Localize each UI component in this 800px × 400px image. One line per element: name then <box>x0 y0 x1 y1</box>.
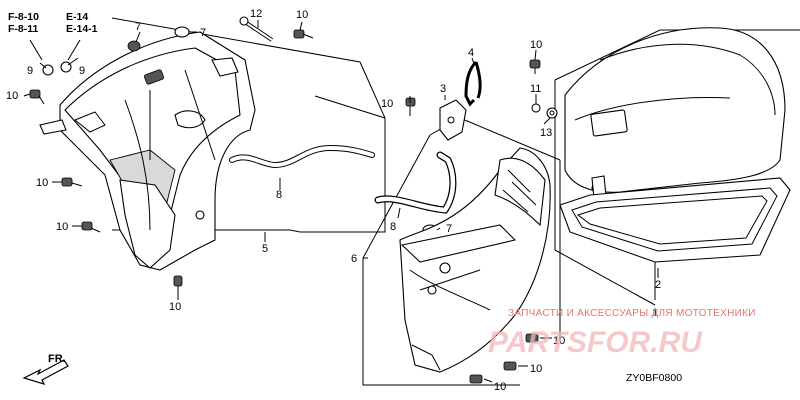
washer-11 <box>531 103 541 113</box>
ref-e-14: E-14 <box>66 11 88 23</box>
screw-10-j <box>469 374 483 384</box>
screw-10-g <box>529 59 541 74</box>
part-number-labels: 7 7 12 10 9 9 10 10 10 10 8 5 10 3 4 10 … <box>6 8 661 393</box>
leader-lines <box>23 20 659 383</box>
part-label-11: 11 <box>530 83 541 95</box>
part-label-13: 13 <box>540 127 552 139</box>
bolt-part-12 <box>239 16 274 42</box>
part-label-10-b: 10 <box>6 90 18 102</box>
tube-part-8-left <box>229 144 375 169</box>
grommet-7-a <box>127 40 141 52</box>
part-label-8-a: 8 <box>276 189 282 201</box>
part-label-9-a: 9 <box>27 65 33 77</box>
screw-10-e <box>173 275 183 296</box>
reference-labels: F-8-10 F-8-11 E-14 E-14-1 <box>8 11 98 35</box>
front-label: FR. <box>48 353 66 365</box>
screw-10-a <box>293 29 314 39</box>
diagram-code: ZY0BF0800 <box>626 372 682 384</box>
washer-13 <box>546 107 558 119</box>
rod-part-4 <box>464 60 482 107</box>
lower-cover-part-5 <box>39 31 256 271</box>
grommet-7-b <box>174 26 190 38</box>
ref-e-14-1: E-14-1 <box>66 23 98 35</box>
screw-10-i <box>503 361 517 371</box>
screw-10-h <box>525 333 539 343</box>
watermark-logo: PARTSFOR.RU <box>488 326 703 359</box>
part-label-10-f: 10 <box>381 98 393 110</box>
part-label-12: 12 <box>250 8 262 20</box>
group-frame-5 <box>111 17 386 233</box>
part-label-5: 5 <box>262 243 268 255</box>
top-cover-part-1 <box>564 27 786 199</box>
part-label-10-i: 10 <box>530 363 542 375</box>
group-frame-6 <box>362 117 561 386</box>
part-label-6: 6 <box>351 253 357 265</box>
part-label-7-c: 7 <box>446 223 452 235</box>
part-label-10-h: 10 <box>553 335 565 347</box>
part-label-10-g: 10 <box>530 39 542 51</box>
part-label-10-c: 10 <box>36 177 48 189</box>
part-label-10-j: 10 <box>494 381 506 393</box>
part-label-10-a: 10 <box>296 9 308 21</box>
part-label-7-a: 7 <box>135 21 141 33</box>
part-label-1: 1 <box>652 307 658 319</box>
screw-10-c <box>61 177 83 187</box>
front-arrow-icon <box>22 359 69 385</box>
part-label-8-b: 8 <box>390 221 396 233</box>
watermark-caption: ЗАПЧАСТИ И АКСЕССУАРЫ ДЛЯ МОТОТЕХНИКИ <box>508 308 756 319</box>
part-label-2: 2 <box>655 279 661 291</box>
part-label-10-e: 10 <box>169 301 181 313</box>
front-direction-indicator: FR. <box>22 353 69 385</box>
ref-f-8-10: F-8-10 <box>8 11 39 23</box>
seal-part-8-right <box>374 151 457 214</box>
watermark: ЗАПЧАСТИ И АКСЕССУАРЫ ДЛЯ МОТОТЕХНИКИ PA… <box>488 308 756 359</box>
gasket-part-2 <box>559 177 791 263</box>
part-label-10-d: 10 <box>56 221 68 233</box>
ref-f-8-11: F-8-11 <box>8 23 39 35</box>
lower-cover-part-6 <box>399 147 551 373</box>
bracket-part-3 <box>439 99 467 141</box>
part-label-7-b: 7 <box>200 27 206 39</box>
part-label-3: 3 <box>440 83 446 95</box>
screw-10-b <box>29 89 45 105</box>
screw-10-d <box>81 221 101 233</box>
part-label-9-b: 9 <box>79 65 85 77</box>
part-label-4: 4 <box>468 47 474 59</box>
